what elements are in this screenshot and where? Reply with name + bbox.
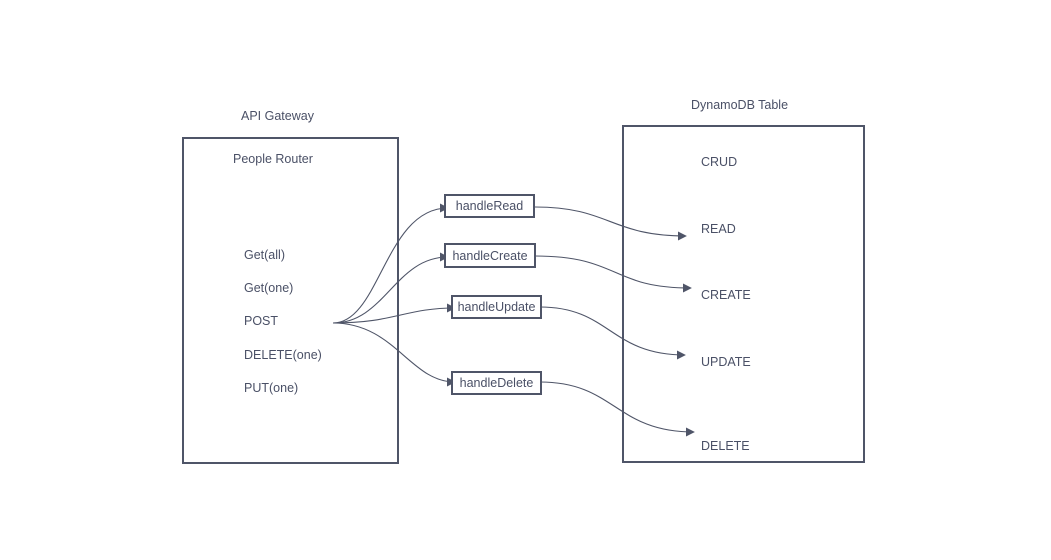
connector-handle-read-to-read [534, 206, 687, 241]
method-put-one: PUT(one) [244, 381, 299, 395]
method-get-all: Get(all) [244, 248, 285, 262]
operation-read: READ [701, 222, 736, 236]
crud-heading: CRUD [701, 155, 738, 169]
handle-create-box: handleCreate [444, 243, 536, 268]
method-get-one: Get(one) [244, 281, 294, 295]
operation-create: CREATE [701, 288, 751, 302]
dynamodb-title: DynamoDB Table [691, 98, 789, 112]
people-router-label: People Router [233, 152, 313, 166]
connector-handle-create-to-create [534, 255, 692, 293]
connector-handle-update-to-update [539, 306, 686, 360]
handle-update-box: handleUpdate [451, 295, 542, 319]
operation-update: UPDATE [701, 355, 751, 369]
connector-post-to-handle-read [332, 203, 449, 324]
connector-handle-delete-to-delete [539, 381, 695, 437]
operation-delete: DELETE [701, 439, 750, 453]
connector-post-to-handle-delete [332, 322, 456, 387]
method-post: POST [244, 314, 279, 328]
dynamodb-table-box [622, 125, 865, 463]
handle-delete-box: handleDelete [451, 371, 542, 395]
api-gateway-box [182, 137, 399, 464]
method-delete-one: DELETE(one) [244, 348, 322, 362]
api-gateway-title: API Gateway [241, 109, 314, 123]
handle-read-box: handleRead [444, 194, 535, 218]
connector-post-to-handle-create [332, 252, 449, 324]
